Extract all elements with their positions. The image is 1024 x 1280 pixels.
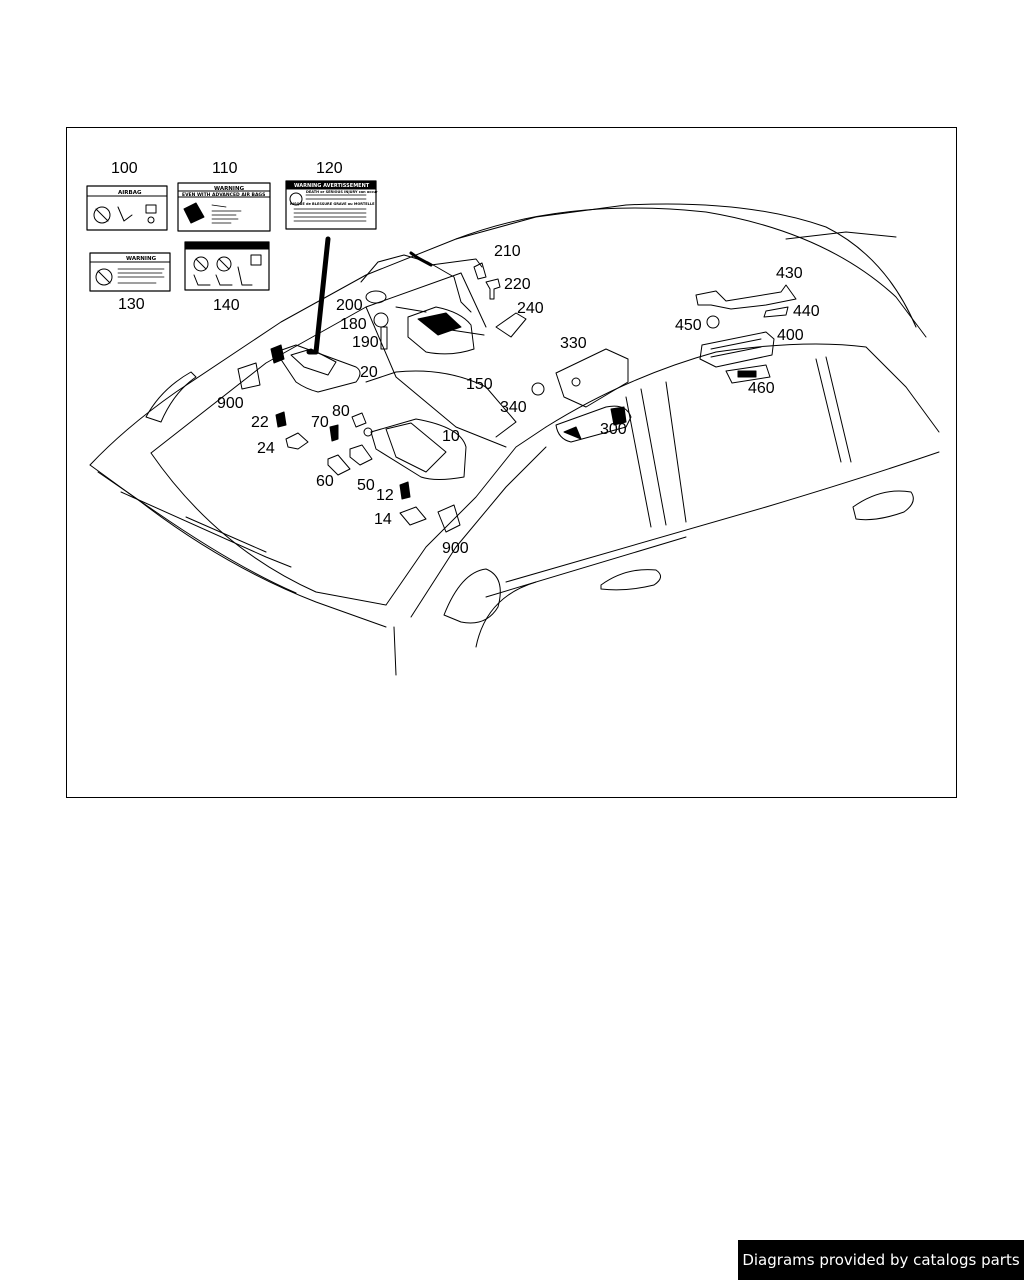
leader-120 [306,236,331,355]
label-120-line2: RISQUE de BLESSURE GRAVE ou MORTELLE [290,202,375,206]
label-100 [86,185,168,231]
callout-210: 210 [494,243,521,260]
disc-180 [373,312,389,328]
callout-340: 340 [500,399,527,416]
pad-900-left [237,362,261,390]
label-130 [89,252,171,292]
holder-50 [349,444,373,466]
callout-50: 50 [357,477,375,494]
clip-340 [531,382,545,396]
label-130-head: WARNING [126,256,157,262]
callout-330: 330 [560,335,587,352]
label-110 [177,182,271,232]
light-460 [725,364,771,384]
callout-200: 200 [336,297,363,314]
clip-80 [351,412,367,428]
callout-240: 240 [517,300,544,317]
callout-140: 140 [213,297,240,314]
callout-150: 150 [466,376,493,393]
callout-190: 190 [352,334,379,351]
callout-400: 400 [777,327,804,344]
parts-diagram: AIRBAG WARNING EVEN WITH ADVANCED AIR BA… [86,160,940,676]
callout-460: 460 [748,380,775,397]
holder-14 [399,506,427,526]
callout-22: 22 [251,414,269,431]
bracket-430 [695,284,797,310]
label-120-line1: DEATH or SERIOUS INJURY can occur [306,190,378,194]
clip-70 [329,424,339,442]
arrow-to-180 [395,306,427,313]
bulb-190 [380,326,388,350]
callout-24: 24 [257,440,275,457]
callout-900-right: 900 [442,540,469,557]
overhead-console [407,306,475,355]
sun-visor-right [363,418,467,480]
callout-110: 110 [212,160,238,177]
callout-130: 130 [118,296,145,313]
callout-300: 300 [600,421,627,438]
label-110-head: WARNING [214,186,245,192]
callout-120: 120 [316,160,343,177]
part-440 [763,306,789,318]
sun-visor-left [270,344,361,393]
cover-240 [495,312,527,338]
callout-60: 60 [316,473,334,490]
clip-220 [485,278,501,300]
callout-100: 100 [111,160,138,177]
footer-credit: Diagrams provided by catalogs parts [738,1240,1024,1280]
diagram-frame [66,127,957,798]
bulb-210 [473,262,487,280]
clip-12 [399,481,411,500]
callout-20: 20 [360,364,378,381]
car-body-outline [89,203,940,676]
callout-450: 450 [675,317,702,334]
label-110-line1: EVEN WITH ADVANCED AIR BAGS [182,192,265,198]
grab-handle-300 [555,405,632,443]
pad-900-right [437,504,461,533]
callout-430: 430 [776,265,803,282]
label-120 [285,180,377,230]
clip-22 [275,411,287,428]
callout-80: 80 [332,403,350,420]
callout-220: 220 [504,276,531,293]
holder-60 [327,454,351,476]
callout-440: 440 [793,303,820,320]
module-400 [699,331,775,368]
callout-10: 10 [442,428,460,445]
disc-200 [365,290,387,304]
part-450 [706,315,720,329]
label-140 [184,241,270,291]
callout-900-left: 900 [217,395,244,412]
label-100-head: AIRBAG [118,190,142,196]
label-120-head: WARNING AVERTISSEMENT [294,183,370,189]
handle-330 [555,348,629,408]
callout-12: 12 [376,487,394,504]
callout-14: 14 [374,511,392,528]
callout-70: 70 [311,414,329,431]
holder-24 [285,432,309,450]
arrow-to-150 [450,329,485,336]
callout-180: 180 [340,316,367,333]
